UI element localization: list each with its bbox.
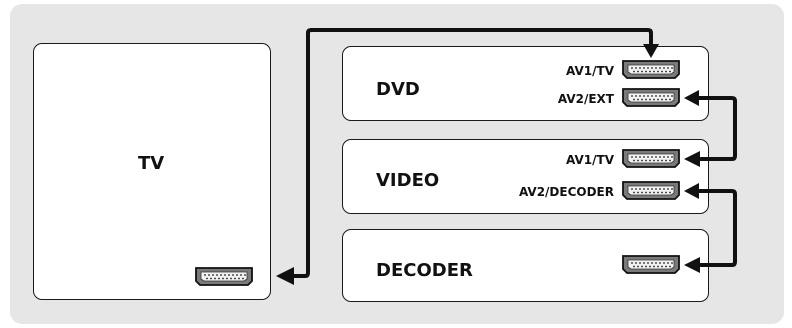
tv-box [33,43,271,300]
dvd-av1-scart-connector-icon [622,60,680,79]
tv-to-dvd-wire [291,28,653,278]
dvd-port-av2-label: AV2/EXT [557,92,614,106]
video-to-decoder-wire [695,189,737,267]
arrow-head-icon [643,44,659,58]
tv-scart-connector-icon [195,267,253,286]
dvd-av2-scart-connector-icon [622,88,680,107]
video-av1-scart-connector-icon [622,149,680,168]
arrow-head-icon [684,90,699,106]
dvd-port-av1-label: AV1/TV [566,64,614,78]
video-port-av1-label: AV1/TV [566,153,614,167]
dvd-label: DVD [376,79,420,100]
arrow-head-icon [684,183,699,199]
arrow-head-icon [684,257,700,273]
video-label: VIDEO [376,170,440,191]
video-port-av2-label: AV2/DECODER [518,185,614,199]
decoder-scart-connector-icon [622,255,680,274]
decoder-label: DECODER [376,260,473,281]
dvd-to-video-wire [695,96,737,161]
arrow-head-icon [276,267,294,285]
video-av2-scart-connector-icon [622,181,680,200]
tv-label: TV [138,153,165,174]
dvd-box [342,46,709,121]
arrow-head-icon [684,151,700,167]
